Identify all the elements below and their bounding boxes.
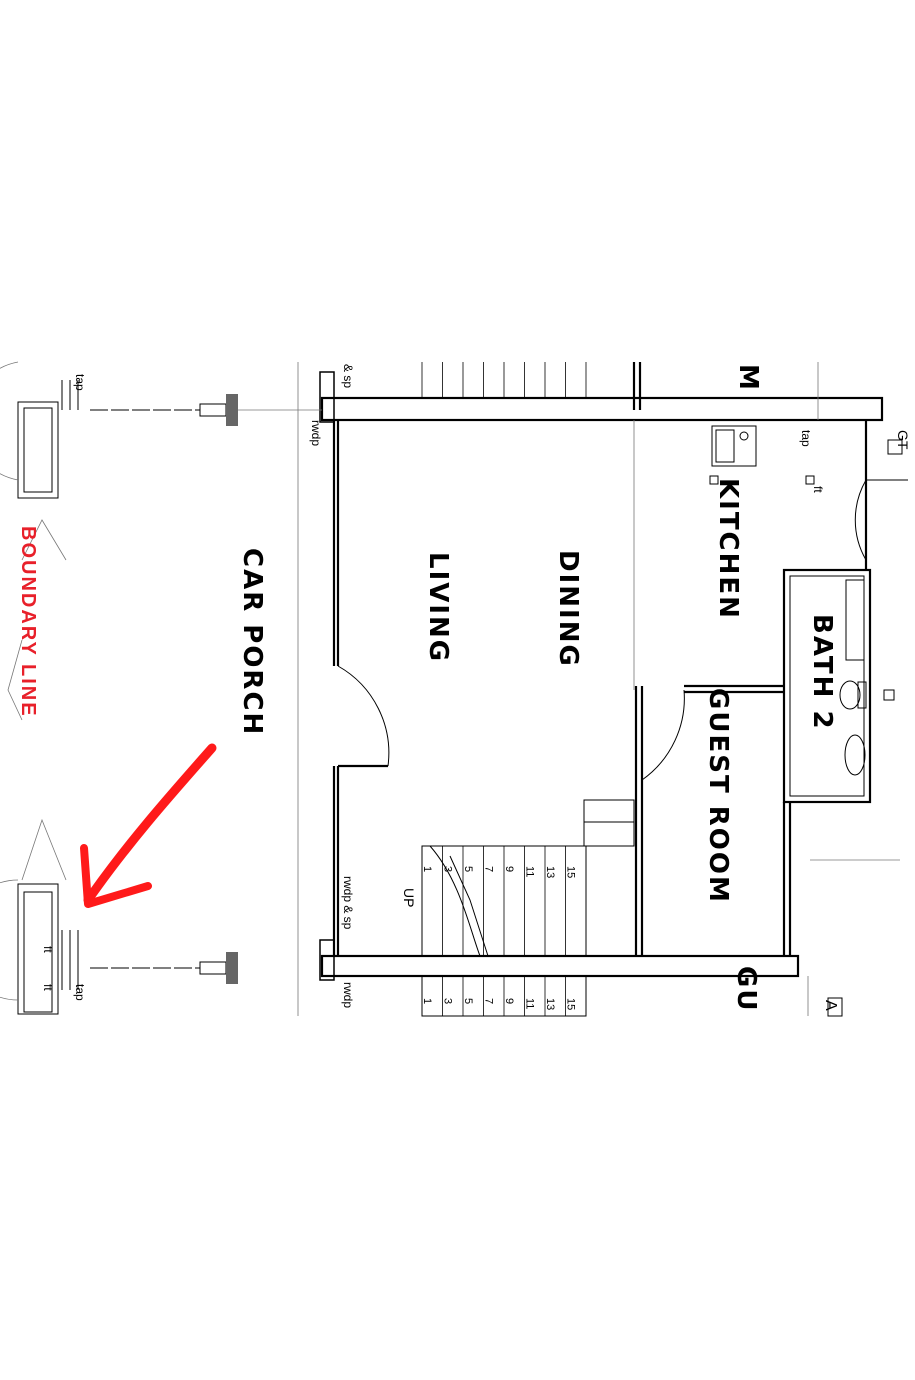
- stair-number: 7: [483, 998, 495, 1004]
- stair-number: 3: [442, 998, 454, 1004]
- room-label-partial-gu: GU: [731, 966, 761, 1012]
- bottom-wall: [320, 954, 800, 978]
- stair-number: 1: [421, 998, 433, 1004]
- stairs-upper: [421, 799, 635, 957]
- top-wall: [320, 396, 884, 422]
- room-label-dining: DINING: [553, 550, 583, 668]
- stair-number: 5: [462, 998, 474, 1004]
- label-tap-bottom: tap: [73, 984, 87, 1001]
- label-rwdp-bottom: rwdp: [341, 982, 355, 1008]
- entrance-door-swing: [337, 665, 390, 767]
- room-label-car-porch: CAR PORCH: [237, 548, 267, 736]
- label-ft-left-1: ft: [41, 946, 55, 953]
- stair-number: 13: [544, 998, 556, 1010]
- stair-number: 1: [421, 866, 433, 872]
- stair-number: 3: [442, 866, 454, 872]
- label-partial-a: A: [822, 1000, 839, 1011]
- label-sp-top: & sp: [341, 364, 355, 388]
- room-label-living: LIVING: [423, 552, 453, 663]
- room-label-bath-2: BATH 2: [807, 614, 837, 731]
- label-tap-top: tap: [73, 374, 87, 391]
- stair-number: 11: [524, 866, 536, 877]
- stair-number: 11: [524, 998, 536, 1009]
- annotation-arrow: [80, 743, 217, 908]
- label-gt: GT: [895, 430, 911, 450]
- stair-number: 15: [565, 998, 577, 1010]
- label-rwdp-sp-mid: rwdp & sp: [341, 876, 355, 930]
- stair-number: 13: [544, 866, 556, 878]
- stair-number: 7: [483, 866, 495, 872]
- label-rwdp-top: rwdp: [309, 420, 323, 446]
- label-up: UP: [401, 888, 417, 907]
- label-tap-kitchen: tap: [799, 430, 813, 447]
- label-ft-kitchen: ft: [811, 486, 825, 493]
- boundary-line-label: BOUNDARY LINE: [17, 526, 39, 718]
- stair-number: 15: [565, 866, 577, 878]
- room-label-kitchen: KITCHEN: [713, 478, 743, 620]
- stair-number: 9: [503, 998, 515, 1004]
- room-label-partial-top: M: [733, 364, 763, 392]
- stair-number: 5: [462, 866, 474, 872]
- label-ft-left-2: ft: [41, 984, 55, 991]
- boundary-gates: [0, 361, 79, 1015]
- room-label-guest-room: GUEST ROOM: [703, 688, 733, 904]
- stair-number: 9: [503, 866, 515, 872]
